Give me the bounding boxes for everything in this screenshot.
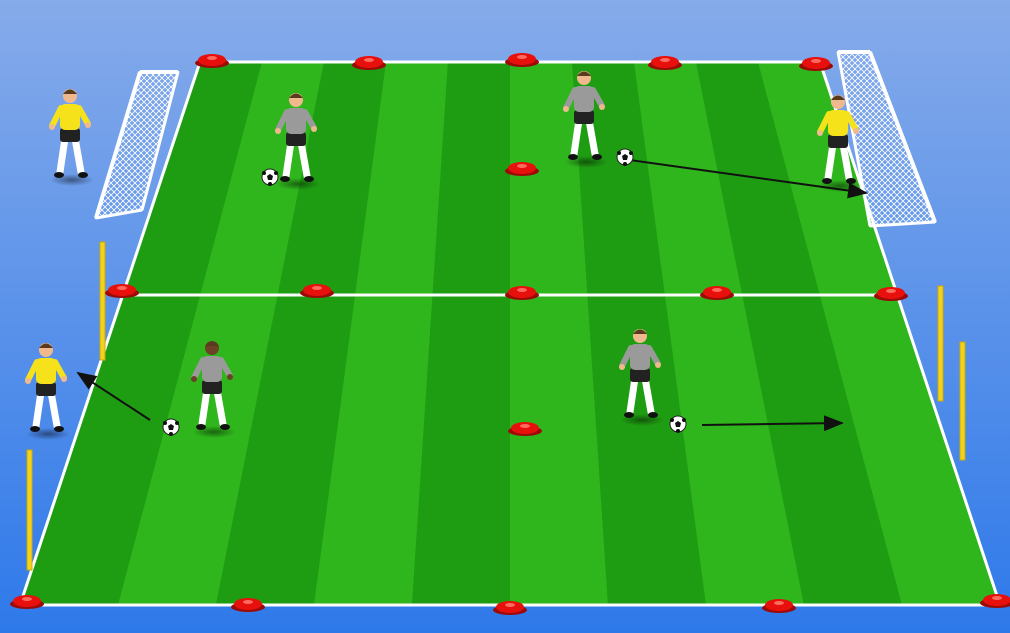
pole (27, 450, 32, 570)
pole (960, 342, 965, 460)
pole (100, 242, 105, 360)
pole (938, 286, 943, 401)
